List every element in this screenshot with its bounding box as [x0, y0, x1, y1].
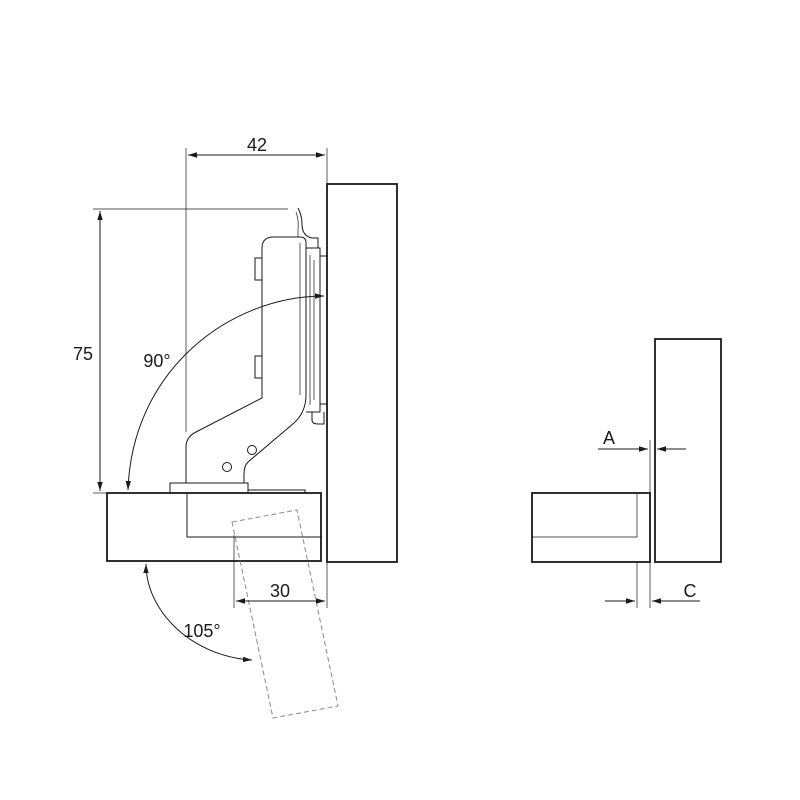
hinge-top-hook	[297, 207, 319, 248]
dimension-c-label: C	[684, 581, 697, 601]
hinge-base-plate	[169, 482, 306, 493]
angle-90: 90°	[125, 293, 325, 491]
dimension-30-label: 30	[270, 581, 290, 601]
door-panel	[106, 492, 322, 562]
angle-105-label: 105°	[183, 621, 220, 641]
dimension-30: 30	[233, 535, 328, 608]
hinge-side-view	[106, 183, 398, 719]
angle-90-label: 90°	[143, 351, 170, 371]
dimension-75: 75	[73, 208, 288, 494]
hinge-adjust-tab-lower	[254, 355, 263, 379]
detail-side-panel	[654, 338, 722, 563]
dimension-42-label: 42	[247, 135, 267, 155]
dimension-c: C	[605, 562, 700, 608]
dimension-a: A	[598, 428, 686, 493]
dimension-a-label: A	[603, 428, 615, 448]
hinge-arm	[185, 236, 307, 483]
detail-door-edge-line	[532, 493, 638, 538]
hinge-cup-recess	[186, 493, 321, 538]
hinge-adjust-tab-upper	[254, 257, 263, 281]
dimension-75-label: 75	[73, 344, 93, 364]
screw-hole-upper	[247, 445, 257, 455]
hinge-top-hook-inner	[295, 211, 299, 237]
hinge-mounting-plate-detail	[309, 255, 315, 405]
overlay-detail-view: A C	[531, 338, 722, 608]
cabinet-side-panel	[326, 183, 398, 563]
opened-door-outline	[231, 509, 339, 719]
detail-door-panel	[531, 492, 651, 563]
hinge-mounting-plate	[306, 247, 327, 413]
screw-hole-lower	[222, 462, 232, 472]
angle-105: 105°	[143, 563, 253, 663]
hinge-mounting-clip	[311, 412, 325, 425]
